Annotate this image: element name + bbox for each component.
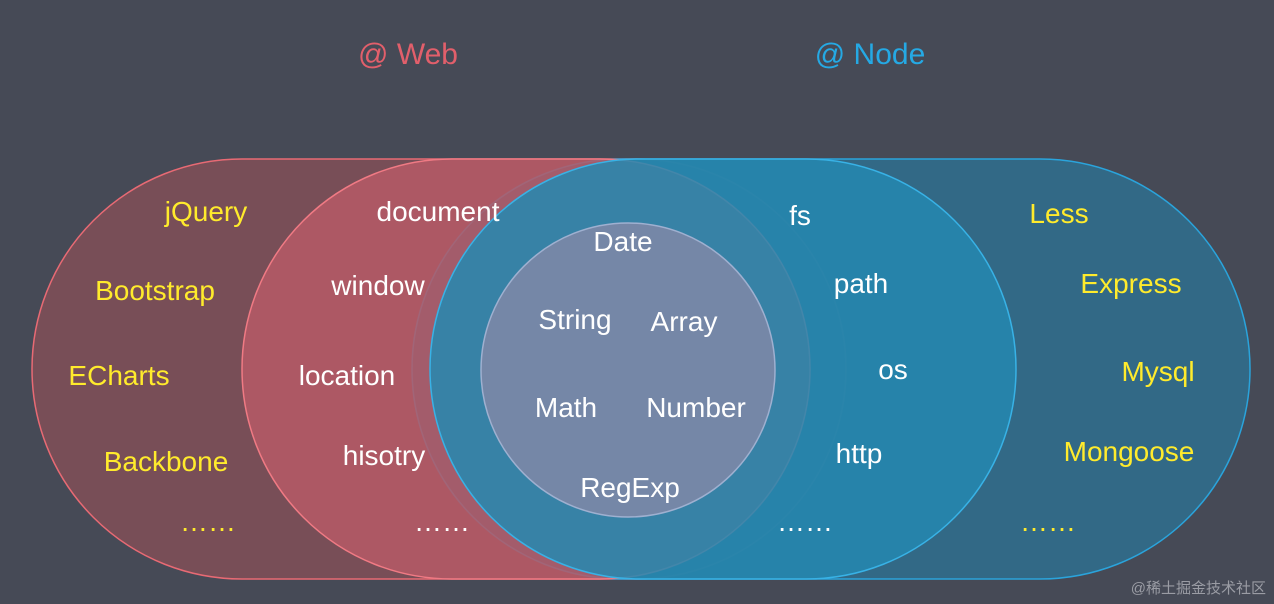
node-library-label: Less [1029,198,1089,229]
web-api-label: location [298,360,396,391]
node-library-label: Mongoose [1063,436,1195,467]
node-module-label: …… [777,506,833,537]
shared-label: Date [593,226,653,257]
web-api-label: window [331,270,425,301]
shared-region [480,222,776,518]
web-api-label: hisotry [342,440,426,471]
shared-label: String [538,304,612,335]
shared-label: RegExp [580,472,680,503]
web-library-label: Backbone [103,446,229,477]
web-library-label: …… [180,506,236,537]
node-title: @ Node [814,38,926,71]
node-module-label: fs [789,200,811,231]
node-module-label: os [878,354,908,385]
shared-label: Math [534,392,598,423]
node-module-label: path [833,268,889,299]
node-library-label: Express [1080,268,1182,299]
node-module-label: http [835,438,883,469]
web-title: @ Web [358,38,458,71]
shared-label: Number [646,392,746,423]
web-library-label: ECharts [68,360,170,391]
web-library-label: Bootstrap [95,275,215,306]
web-api-label: …… [414,506,470,537]
node-library-label: Mysql [1121,356,1195,387]
web-library-label: jQuery [164,196,248,227]
watermark: @稀土掘金技术社区 [1130,580,1266,597]
shared-label: Array [650,306,718,337]
web-api-label: document [376,196,500,227]
node-library-label: …… [1020,506,1076,537]
